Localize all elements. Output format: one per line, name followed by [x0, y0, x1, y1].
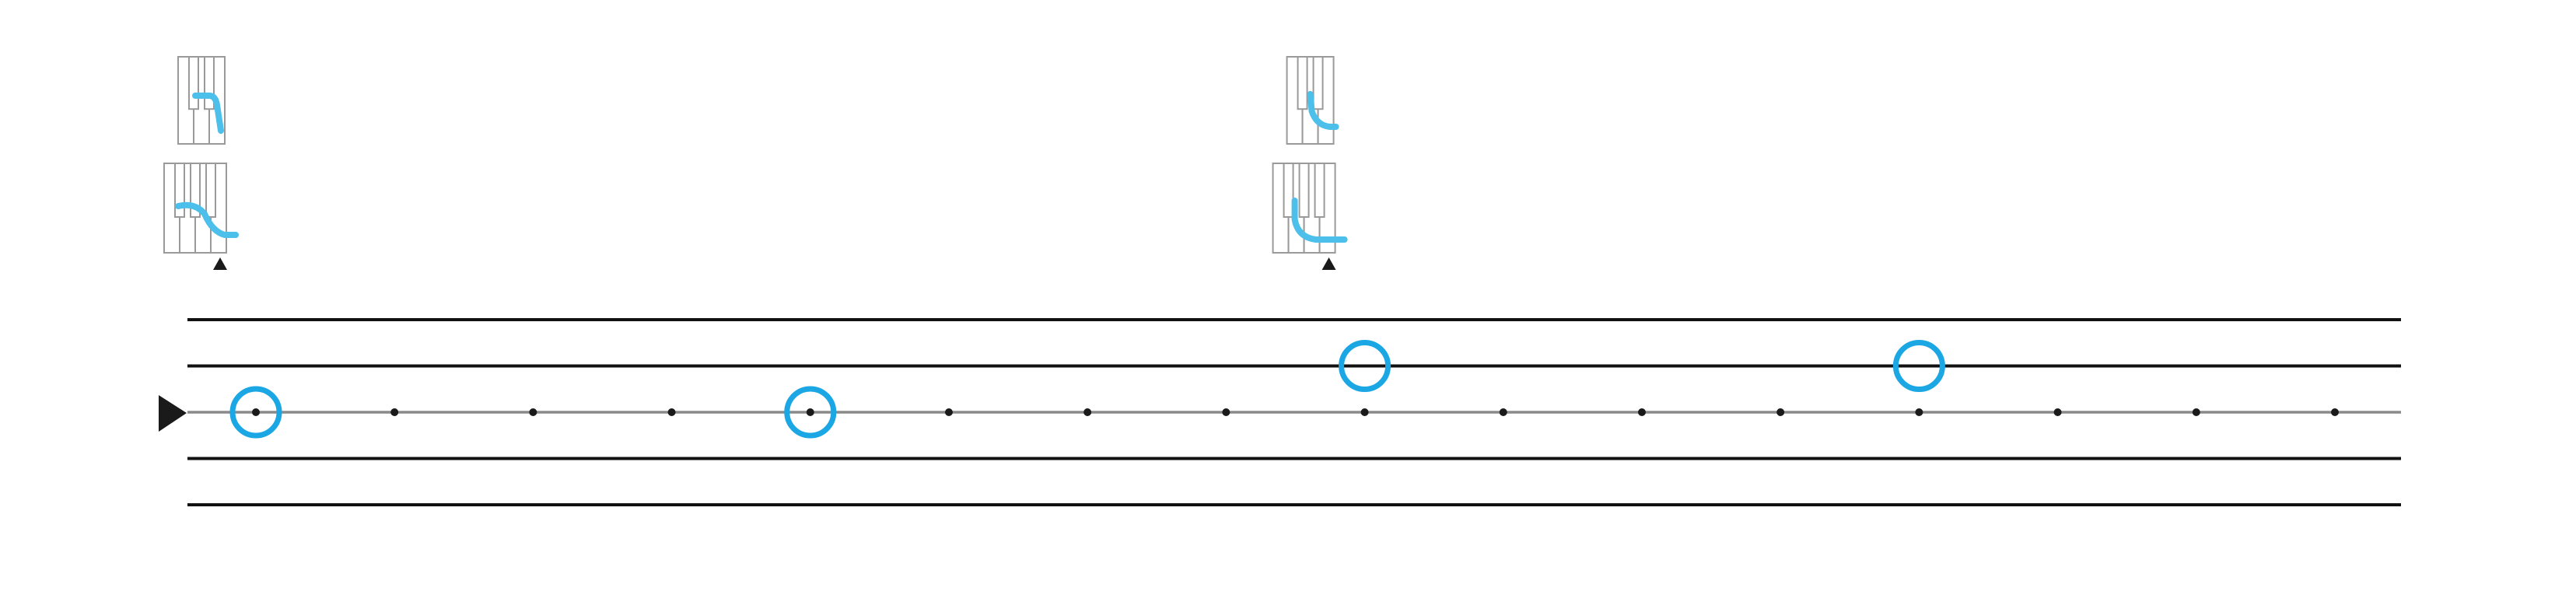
beat-dot [1776, 408, 1785, 416]
beat-markers [252, 408, 2339, 416]
black-key [1298, 163, 1310, 218]
note-circle [229, 386, 282, 439]
piano-keys-icon [1286, 56, 1339, 145]
up-triangle-icon [1321, 257, 1336, 270]
finger-path [1291, 198, 1348, 243]
beat-dot [390, 408, 399, 416]
note-circles [229, 340, 1945, 439]
black-key [1312, 56, 1324, 110]
black-key [188, 56, 199, 110]
beat-dot [667, 408, 676, 416]
black-key [1283, 163, 1294, 218]
beat-dot [1083, 408, 1092, 416]
beat-dot [1499, 408, 1507, 416]
piano-keys-icon [177, 56, 226, 145]
beat-dot [1638, 408, 1646, 416]
beat-dot [1915, 408, 1923, 416]
beat-dot [252, 408, 260, 416]
black-key [1314, 163, 1325, 218]
note-circle [1339, 340, 1391, 392]
black-key [205, 163, 216, 218]
piano-keys-icon [1272, 163, 1348, 270]
keyboard-group [1272, 56, 1348, 270]
beat-dot [2053, 408, 2062, 416]
beat-dot [806, 408, 814, 416]
play-triangle-icon [159, 395, 187, 432]
note-circle [1892, 340, 1945, 392]
finger-path [192, 93, 224, 134]
note-circle [784, 386, 837, 439]
black-key [1297, 56, 1308, 110]
beat-dot [1360, 408, 1369, 416]
piano-keys-icon [163, 163, 239, 270]
beat-dot [2331, 408, 2339, 416]
beat-dot [945, 408, 953, 416]
finger-path [1307, 91, 1339, 130]
beat-dot [529, 408, 537, 416]
keyboard-group [163, 56, 239, 270]
up-triangle-icon [213, 257, 227, 270]
black-key [204, 56, 215, 110]
beat-dot [2192, 408, 2200, 416]
keyboard-diagrams [163, 56, 1348, 270]
beat-dot [1222, 408, 1230, 416]
finger-path [175, 201, 239, 238]
staff [187, 318, 2401, 506]
